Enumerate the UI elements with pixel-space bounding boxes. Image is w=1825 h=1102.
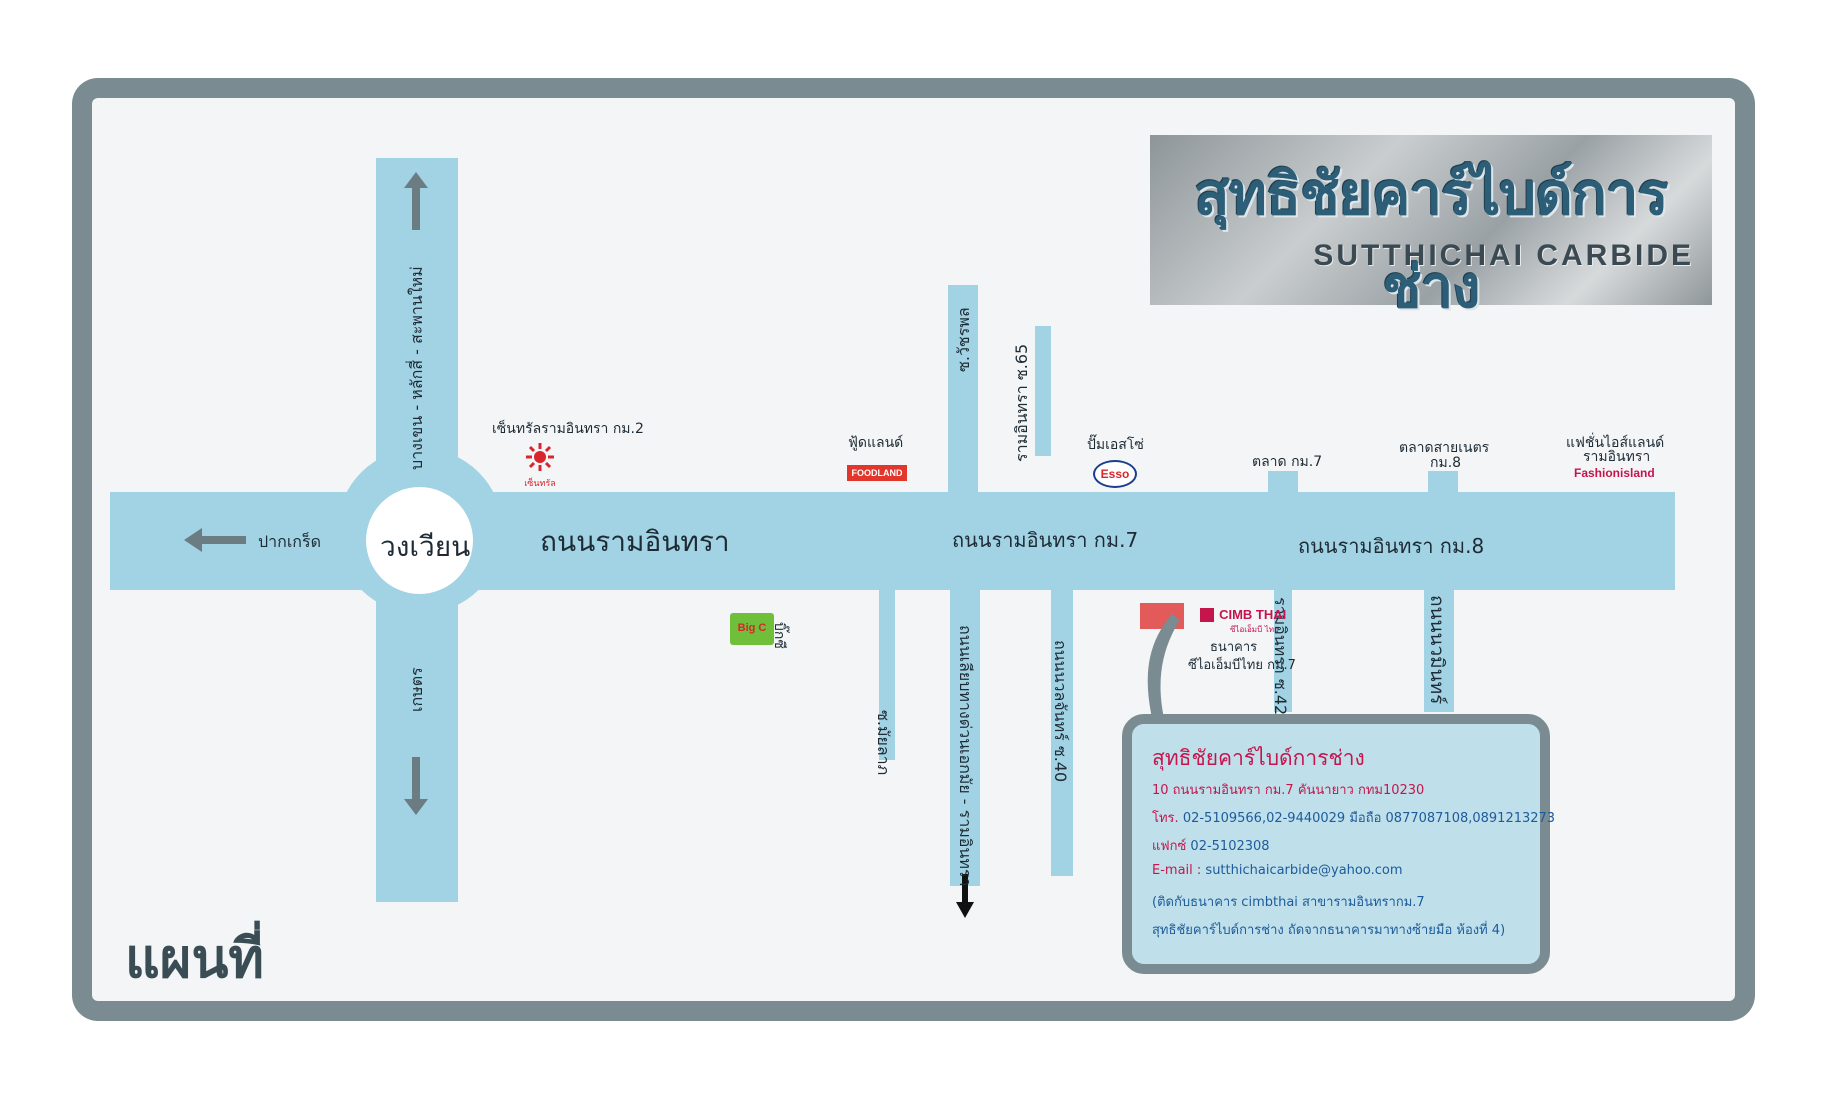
- roundabout-label: วงเวียน: [380, 530, 471, 563]
- central-label: เซ็นทรัลรามอินทรา กม.2: [492, 421, 644, 437]
- nawamin-label: ถนนนวมินทร์: [1426, 595, 1448, 705]
- cimb-label: ธนาคาร: [1210, 640, 1258, 655]
- company-logo: สุทธิชัยคาร์ไบด์การช่าง SUTTHICHAI CARBI…: [1150, 135, 1712, 321]
- road-soi-42-1: [1274, 590, 1292, 712]
- esso-label: ปั๊มเอสโซ่: [1087, 437, 1144, 453]
- road-nawamin: [1424, 590, 1454, 712]
- contact-info-box: สุทธิชัยคาร์ไบด์การช่าง 10 ถนนรามอินทรา …: [1122, 714, 1555, 974]
- bigc-label: บิ๊กซี: [771, 622, 787, 649]
- road-market-km7: [1268, 471, 1298, 493]
- fax-label: แฟกซ์: [1152, 839, 1187, 854]
- market-km7-label: ตลาด กม.7: [1252, 454, 1323, 470]
- fashion-island-label: แฟชั่นไอส์แลนด์: [1566, 435, 1665, 451]
- esso-logo: Esso: [1093, 460, 1137, 488]
- road-market-saineth: [1428, 471, 1458, 493]
- north-direction-label: บางเขน - หลักสี่ - สะพานใหม่: [407, 266, 426, 470]
- note-line-2: สุทธิชัยคาร์ไบด์การช่าง ถัดจากธนาคารมาทา…: [1152, 923, 1506, 938]
- central-logo: เซ็นทรัล: [520, 442, 560, 489]
- cimb-logo: CIMB THAI ซีไอเอ็มบี ไทย: [1200, 604, 1286, 636]
- soi-watcharapol-label: ซ.วัชรพล: [954, 307, 973, 372]
- company-name: สุทธิชัยคาร์ไบด์การช่าง: [1152, 746, 1365, 770]
- fashion-island-logo: Fashionisland: [1574, 466, 1655, 480]
- roundabout-center: [366, 487, 473, 594]
- arrow-left-icon: [184, 528, 246, 552]
- cimb-logo-icon: [1200, 607, 1214, 622]
- address-value: 10 ถนนรามอินทรา กม.7 คันนายาว กทม10230: [1152, 783, 1425, 798]
- foodland-label: ฟู้ดแลนด์: [848, 435, 904, 451]
- south-direction-label: เกษตร: [407, 667, 426, 712]
- email-label: E-mail :: [1152, 863, 1202, 878]
- outer-ring-label: ถนนเลียบทางด่วนเอกมัย - รามอินทรา: [956, 625, 975, 887]
- arrow-down-icon: [404, 757, 428, 815]
- phone-value[interactable]: 02-5109566,02-9440029 มือถือ 0877087108,…: [1182, 811, 1556, 826]
- market-saineth-label: ตลาดสายเนตร: [1399, 440, 1490, 456]
- main-road-km8-label: ถนนรามอินทรา กม.8: [1298, 534, 1485, 558]
- logo-english-text: SUTTHICHAI CARBIDE: [1313, 239, 1694, 272]
- cimb-logo-subtext: ซีไอเอ็มบี ไทย: [1230, 625, 1279, 634]
- sun-icon: [526, 443, 554, 471]
- road-soi-65: [1035, 326, 1051, 456]
- market-saineth-km-label: กม.8: [1430, 455, 1462, 471]
- map-title: แผนที่: [125, 927, 264, 990]
- arrow-down-black-icon: [956, 874, 974, 918]
- phone-line: โทร. 02-5109566,02-9440029 มือถือ 087708…: [1152, 807, 1555, 828]
- road-outer-ring: [950, 590, 980, 886]
- road-soi-watcharapol: [948, 285, 978, 495]
- phone-label: โทร.: [1152, 811, 1179, 826]
- email-line: E-mail : sutthichaicarbide@yahoo.com: [1152, 863, 1403, 878]
- logo-thai-text: สุทธิชัยคาร์ไบด์การช่าง: [1194, 160, 1668, 321]
- arrow-up-icon: [404, 172, 428, 230]
- fashion-island-sub-label: รามอินทรา: [1583, 449, 1651, 465]
- bigc-logo-text: Big C: [737, 622, 767, 634]
- main-road-label: ถนนรามอินทรา: [540, 525, 730, 558]
- west-direction-label: ปากเกร็ด: [258, 532, 321, 551]
- email-value[interactable]: sutthichaicarbide@yahoo.com: [1205, 863, 1403, 878]
- callout-pointer: [1147, 614, 1180, 718]
- road-soi-miyalap: [879, 590, 895, 760]
- foodland-logo: FOODLAND: [847, 465, 907, 481]
- bigc-logo: Big C: [730, 613, 774, 645]
- cimb-logo-text: CIMB THAI: [1219, 607, 1287, 622]
- road-nawamin-soi40: [1051, 590, 1073, 876]
- cimb-label-branch: ซีไอเอ็มบีไทย กม.7: [1188, 658, 1296, 673]
- main-road-km7-label: ถนนรามอินทรา กม.7: [952, 528, 1139, 552]
- note-line-1: (ติดกับธนาคาร cimbthai สาขารามอินทรากม.7: [1152, 895, 1425, 910]
- address-text: 10 ถนนรามอินทรา กม.7 คันนายาว กทม10230: [1152, 779, 1424, 800]
- fax-value: 02-5102308: [1190, 839, 1270, 854]
- soi-miyalap-label: ซ.มัยลาภ: [874, 710, 893, 776]
- central-logo-text: เซ็นทรัล: [524, 479, 556, 489]
- nawamin-soi40-label: ถนนนวลจันทร์ ซ.40: [1051, 640, 1070, 783]
- soi-65-label: รามอินทรา ซ.65: [1012, 343, 1031, 462]
- fax-line: แฟกซ์ 02-5102308: [1152, 835, 1270, 856]
